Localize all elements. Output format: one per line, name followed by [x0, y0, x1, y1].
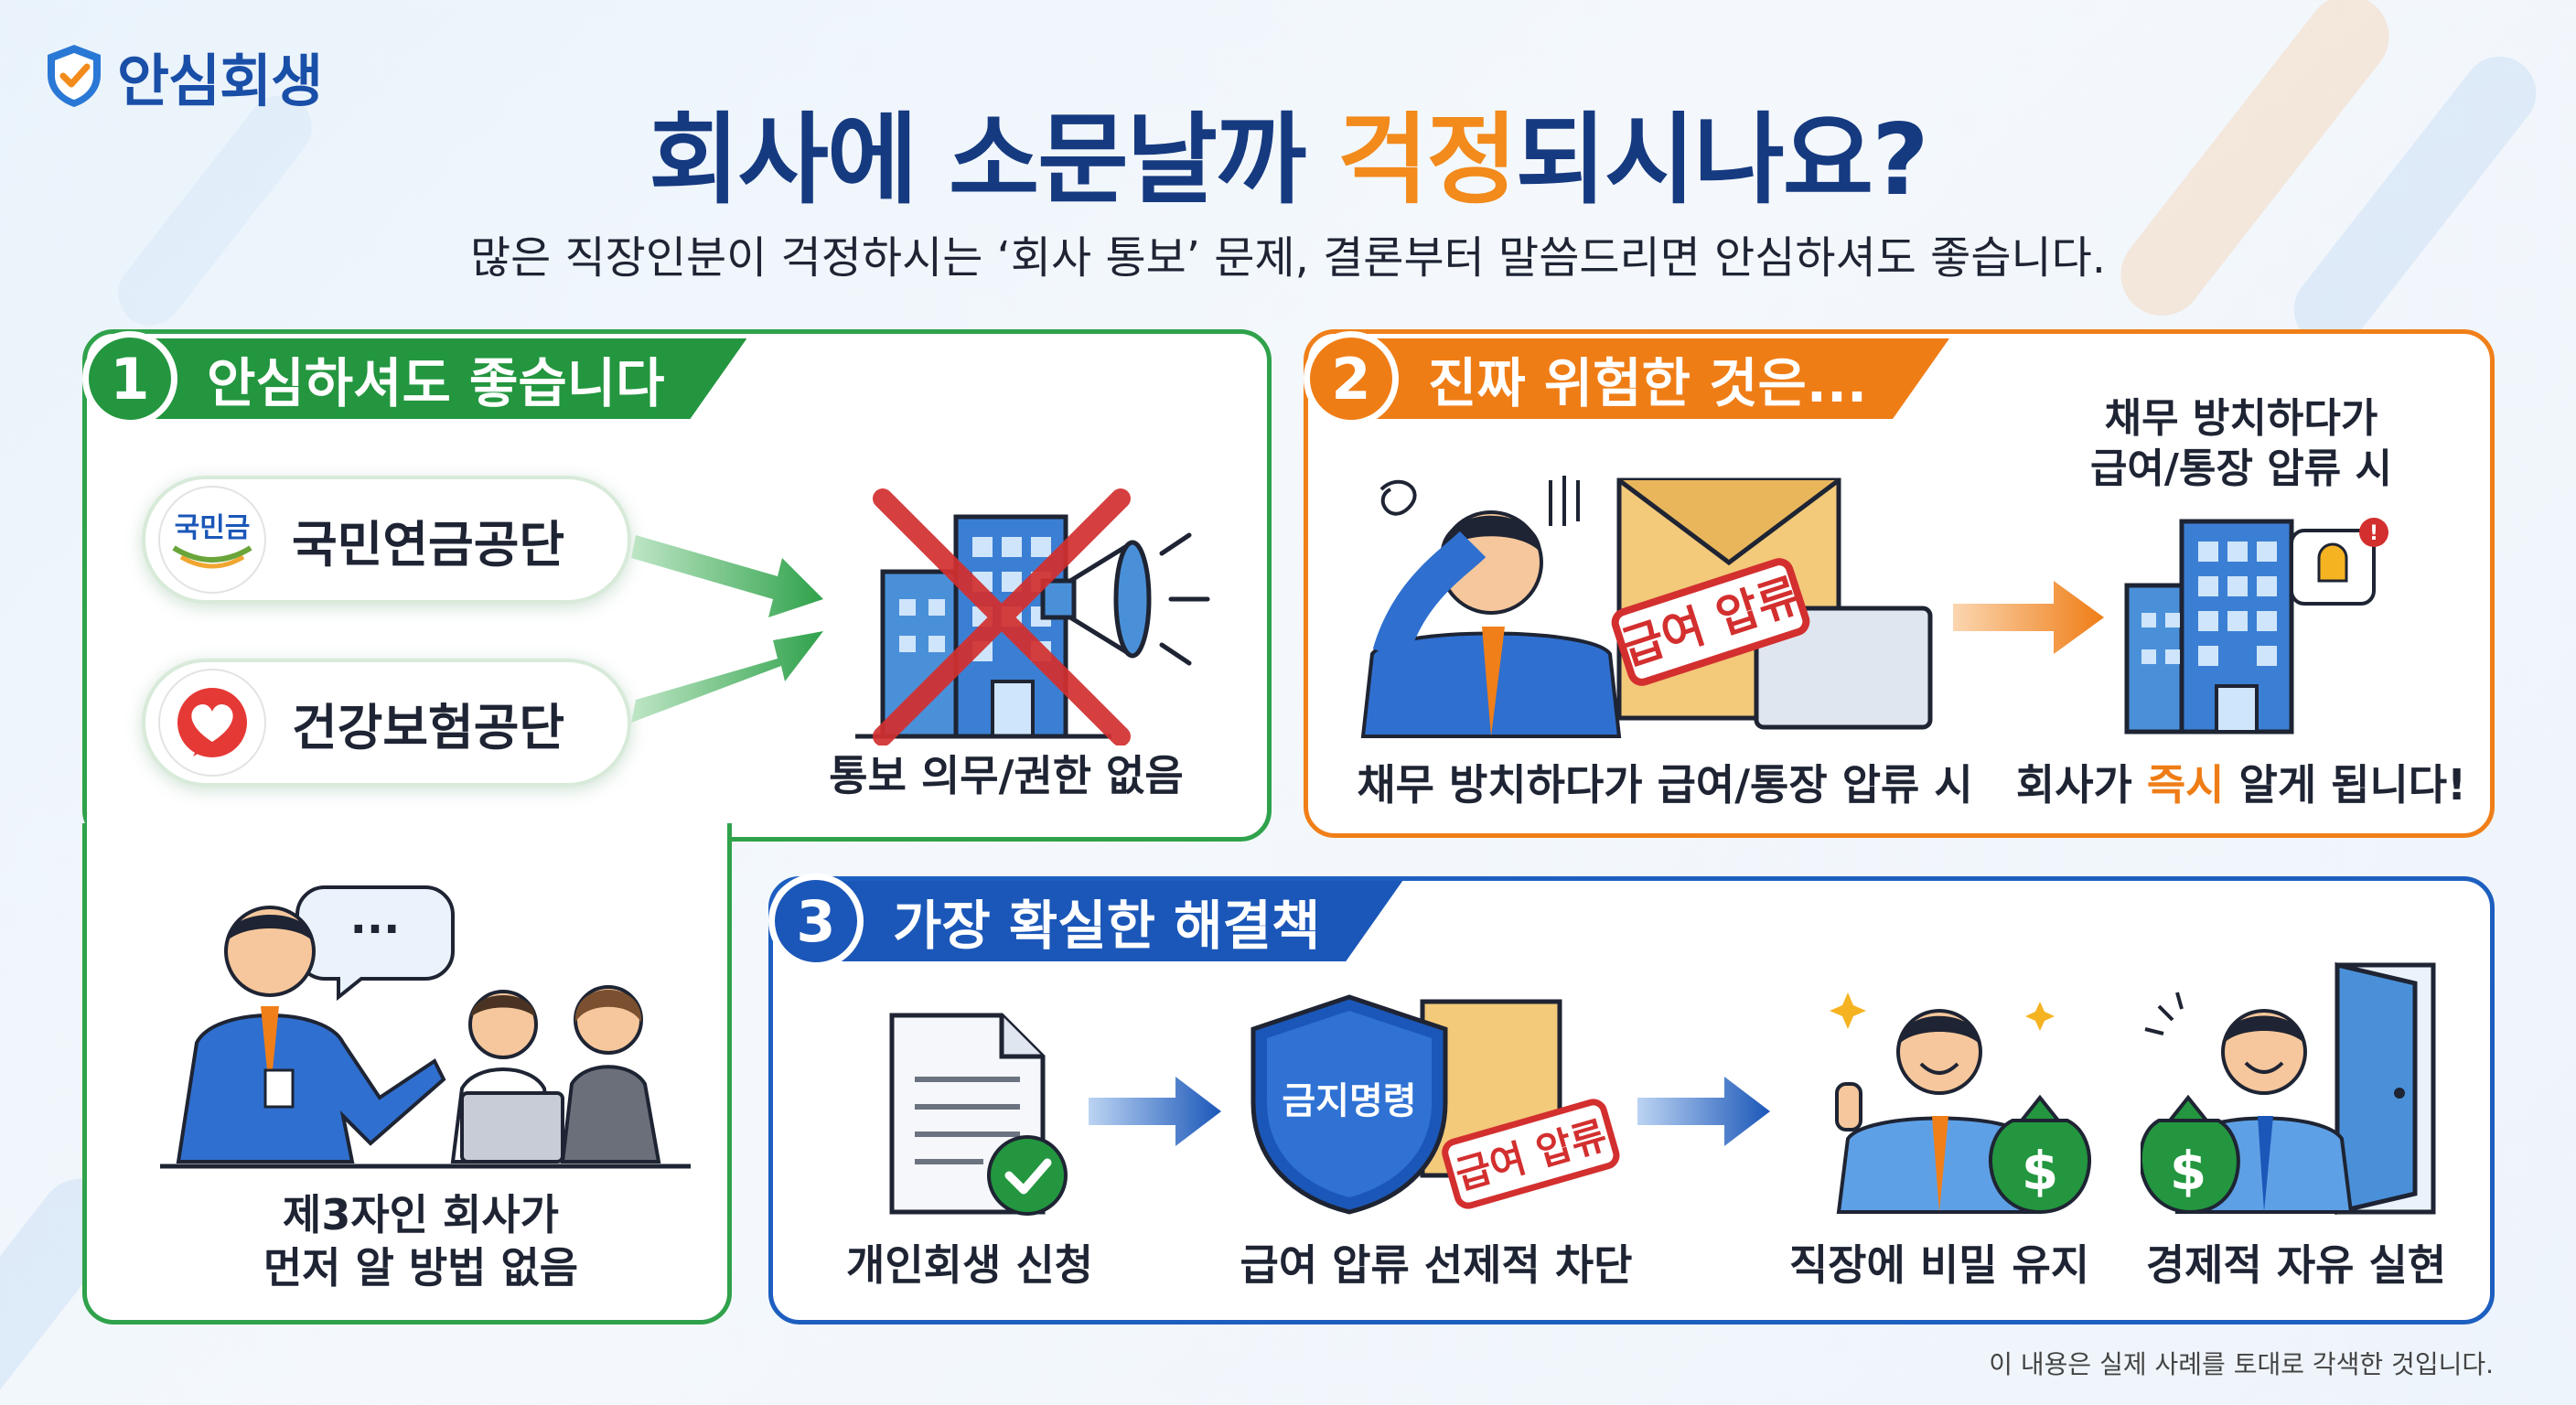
happy-man-money-icon: $ [1830, 992, 2091, 1215]
step-label-freedom: 경제적 자유 실현 [2145, 1240, 2447, 1290]
injunction-text: 금지명령 [1282, 1080, 1416, 1122]
speech-bubble-text: ··· [350, 904, 401, 955]
step-label-block: 급여 압류 선제적 차단 [1240, 1240, 1633, 1290]
worried-man-seizure-illustration: 급여 압류 [1360, 476, 1933, 738]
org-name-pension: 국민연금공단 [292, 515, 565, 574]
org-pill-pension: 국민금 국민연금공단 [142, 476, 631, 604]
company-knows-highlight: 즉시 [2146, 760, 2225, 810]
page-title: 회사에 소문날까 걱정되시나요? [0, 80, 2576, 223]
section3-header: 3 가장 확실한 해결책 [768, 874, 1402, 969]
shield-check-icon [48, 45, 101, 107]
third-party-caption: 제3자인 회사가 먼저 알 방법 없음 [165, 1189, 677, 1294]
org-pill-health: 건강보험공단 [142, 659, 631, 787]
seizure-caption: 채무 방치하다가 급여/통장 압류 시 [1357, 760, 1973, 810]
company-knows-pre: 회사가 [2015, 760, 2147, 810]
injunction-shield-icon: 금지명령 급여 압류 [1250, 994, 1620, 1215]
no-duty-caption: 통보 의무/권한 없음 [829, 751, 1184, 800]
footnote: 이 내용은 실제 사례를 토대로 각색한 것입니다. [1989, 1349, 2494, 1379]
brand-name: 안심회생 [117, 48, 323, 114]
arrow-right-icon [1637, 1077, 1770, 1146]
free-man-door-icon: $ [2141, 961, 2436, 1216]
page-subtitle: 많은 직장인분이 걱정하시는 ‘회사 통보’ 문제, 결론부터 말씀드리면 안심… [469, 232, 2107, 284]
pension-logo-text: 국민금 [175, 512, 251, 544]
arrow-right-icon [631, 535, 823, 617]
section1-header: 1 안심하셔도 좋습니다 [82, 331, 746, 426]
svg-text:$: $ [2170, 1140, 2206, 1202]
step-label-apply: 개인회생 신청 [846, 1240, 1093, 1290]
arrows-to-building [631, 535, 823, 723]
third-party-line2: 먼저 알 방법 없음 [263, 1242, 579, 1292]
seizure-condition-line1: 채무 방치하다가 [2104, 395, 2378, 442]
company-knows-caption: 회사가 즉시 알게 됩니다! [1994, 759, 2488, 812]
building-alert-icon: ! [2124, 518, 2388, 735]
arrow-right-icon [631, 631, 823, 723]
pension-logo-icon: 국민금 [158, 486, 266, 594]
org-name-health: 건강보험공단 [292, 698, 565, 756]
section2-header: 2 진짜 위험한 것은... [1304, 331, 1949, 426]
section3-number: 3 [768, 874, 864, 969]
building-megaphone-crossed-icon [855, 488, 1210, 745]
svg-text:$: $ [2022, 1140, 2058, 1202]
arrow-right-icon [1089, 1077, 1221, 1146]
third-party-line1: 제3자인 회사가 [283, 1190, 559, 1239]
title-highlight: 걱정 [1336, 103, 1518, 218]
company-knows-post: 알게 됩니다! [2224, 760, 2467, 810]
section1-title: 안심하셔도 좋습니다 [150, 338, 746, 419]
step-label-secret: 직장에 비밀 유지 [1788, 1240, 2090, 1290]
seizure-condition-line2: 급여/통장 압류 시 [2089, 445, 2393, 492]
section2-number: 2 [1304, 331, 1399, 426]
section1-number: 1 [82, 331, 177, 426]
arrow-right-icon [1953, 581, 2104, 654]
section2-title: 진짜 위험한 것은... [1371, 338, 1949, 419]
section3-title: 가장 확실한 해결책 [836, 881, 1402, 961]
heart-logo-icon [158, 669, 266, 777]
document-check-icon [889, 1013, 1068, 1216]
title-text-end: 되시나요? [1515, 103, 1929, 218]
brand-logo: 안심회생 [44, 35, 323, 117]
seizure-condition-caption: 채무 방치하다가 급여/통장 압류 시 [2012, 393, 2470, 494]
office-meeting-illustration: ··· [160, 885, 691, 1169]
title-text: 회사에 소문날까 [649, 103, 1337, 218]
svg-text:!: ! [2369, 522, 2378, 545]
